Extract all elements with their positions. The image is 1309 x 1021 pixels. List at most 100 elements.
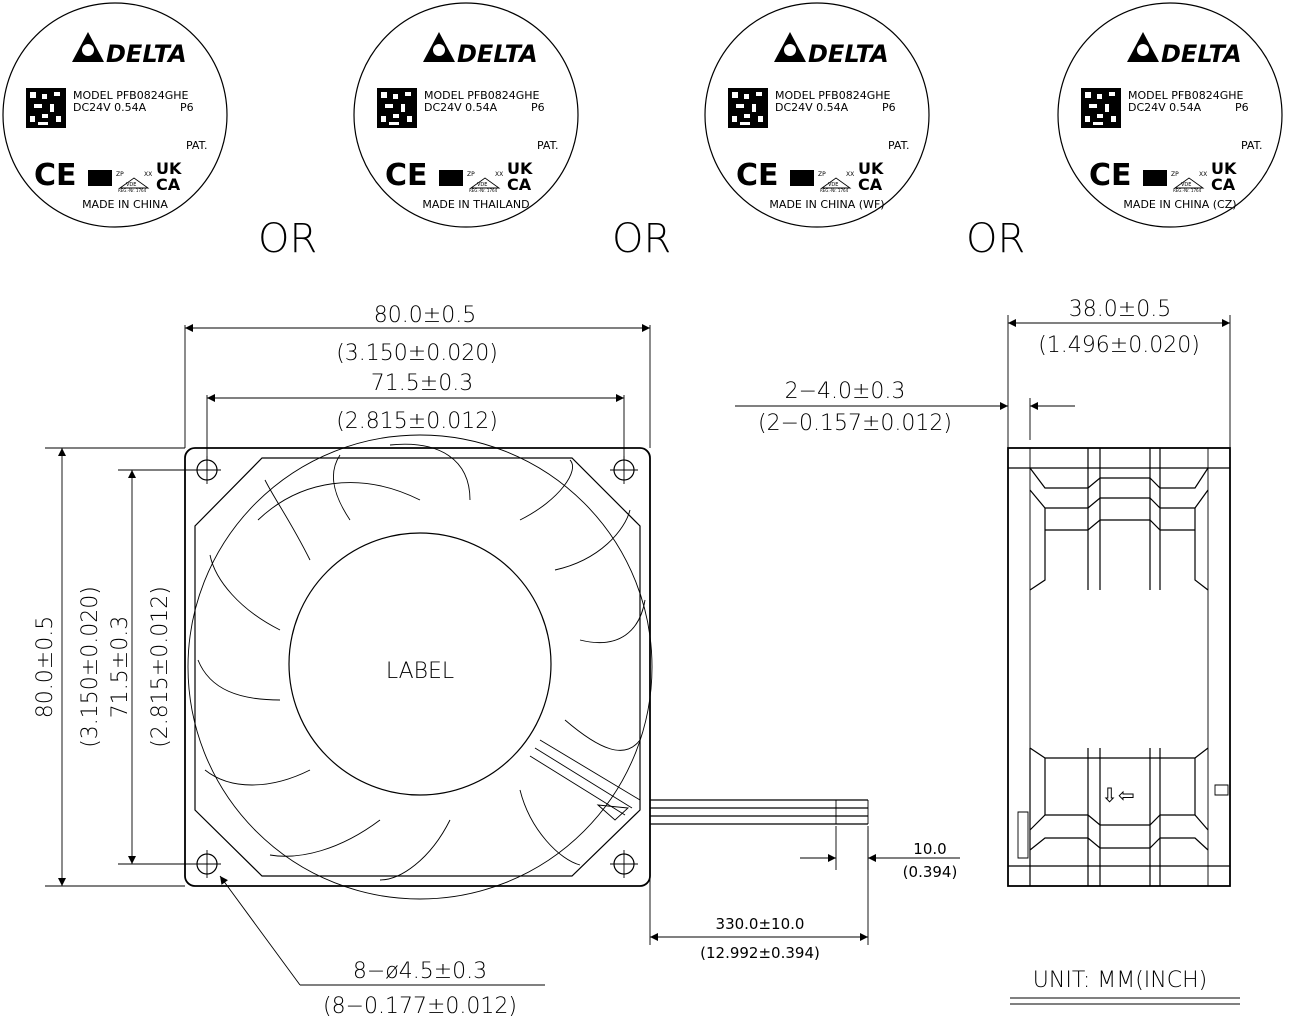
svg-text:VDE: VDE (126, 182, 136, 188)
flange-dimension-mm: 2−4.0±0.3 (785, 379, 906, 404)
pat-mark: PAT. (888, 139, 910, 152)
pat-mark: PAT. (1241, 139, 1263, 152)
origin-text: MADE IN CHINA (82, 198, 168, 211)
certification-marks: CE ZP VDE XX REG.-Nr. 1764 UK CA (1089, 158, 1237, 194)
model-line: MODEL PFB0824GHE (1128, 89, 1243, 102)
width-dimension-mm: 80.0±0.5 (374, 303, 476, 328)
height-dimension-mm: 80.0±0.5 (33, 616, 58, 718)
svg-text:REG.-Nr. 1764: REG.-Nr. 1764 (118, 188, 147, 193)
svg-text:REG.-Nr. 1764: REG.-Nr. 1764 (469, 188, 498, 193)
vde-mark (118, 177, 150, 189)
svg-text:VDE: VDE (477, 182, 487, 188)
unit-note-text: UNIT: MM(INCH) (1033, 968, 1207, 993)
rating-line: DC24V 0.54A (775, 101, 849, 114)
datamatrix-code (377, 88, 417, 128)
p-code: P6 (531, 101, 545, 114)
ul-mark (439, 170, 463, 186)
height-dimension-inch: (3.150±0.020) (78, 586, 103, 748)
fan-blades (197, 443, 646, 881)
ul-mark (88, 170, 112, 186)
label-variant-3: DELTA MODEL PFB0824GHE DC24V 0.54A P6 PA… (704, 2, 930, 228)
label-variant-1: DELTA MODEL PFB0824GHE DC24V 0.54A P6 PA… (2, 2, 228, 228)
or-separator: OR (966, 216, 1025, 262)
svg-text:ZP: ZP (467, 171, 475, 178)
svg-text:ZP: ZP (1171, 171, 1179, 178)
svg-text:DELTA: DELTA (457, 40, 538, 68)
origin-text: MADE IN THAILAND (422, 198, 529, 211)
svg-text:DELTA: DELTA (1161, 40, 1242, 68)
model-line: MODEL PFB0824GHE (424, 89, 539, 102)
hole-v-spacing-mm: 71.5±0.3 (108, 616, 133, 718)
rating-line: DC24V 0.54A (73, 101, 147, 114)
vde-mark (469, 177, 501, 189)
hole-callout-inch: (8−0.177±0.012) (323, 994, 517, 1019)
delta-logo: DELTA (423, 32, 538, 68)
side-view: ⇩⇦ 38.0±0.5 (1.496±0.020) 2−4.0±0.3 (2−0… (735, 297, 1231, 887)
pat-mark: PAT. (186, 139, 208, 152)
ukca-mark: UK (858, 159, 884, 178)
depth-dimension-inch: (1.496±0.020) (1038, 333, 1200, 358)
upper-struts (1029, 448, 1209, 591)
lead-length-inch: (12.992±0.394) (700, 944, 820, 962)
ukca-mark: UK (507, 159, 533, 178)
svg-text:CA: CA (507, 175, 532, 194)
p-code: P6 (180, 101, 194, 114)
svg-text:DELTA: DELTA (808, 40, 889, 68)
svg-text:CA: CA (156, 175, 181, 194)
certification-marks: CE ZP VDE XX REG.-Nr. 1764 UK CA (34, 158, 182, 194)
origin-text: MADE IN CHINA (CZ) (1123, 198, 1236, 211)
ce-mark: CE (736, 158, 779, 193)
svg-text:XX: XX (1199, 171, 1207, 178)
label-variant-4: DELTA MODEL PFB0824GHE DC24V 0.54A P6 PA… (1057, 2, 1283, 228)
fan-throat (187, 434, 653, 900)
airflow-rotation-arrows-icon: ⇩⇦ (1101, 783, 1135, 807)
lead-wire (529, 739, 869, 825)
or-separator: OR (612, 216, 671, 262)
ukca-mark: UK (156, 159, 182, 178)
strip-length-inch: (0.394) (903, 863, 958, 881)
hole-spacing-inch: (2.815±0.012) (336, 409, 498, 434)
inner-frame-chamfer (194, 457, 641, 877)
rating-line: DC24V 0.54A (1128, 101, 1202, 114)
svg-text:DELTA: DELTA (106, 40, 187, 68)
pat-mark: PAT. (537, 139, 559, 152)
ce-mark: CE (34, 158, 77, 193)
svg-text:XX: XX (495, 171, 503, 178)
model-line: MODEL PFB0824GHE (775, 89, 890, 102)
ul-mark (790, 170, 814, 186)
hub-label-circle (288, 532, 552, 796)
ce-mark: CE (385, 158, 428, 193)
svg-text:VDE: VDE (1181, 182, 1191, 188)
svg-text:XX: XX (846, 171, 854, 178)
rating-line: DC24V 0.54A (424, 101, 498, 114)
svg-text:CA: CA (1211, 175, 1236, 194)
lead-length-mm: 330.0±10.0 (716, 915, 805, 933)
svg-text:REG.-Nr. 1764: REG.-Nr. 1764 (820, 188, 849, 193)
fan-frame (184, 447, 651, 887)
p-code: P6 (1235, 101, 1249, 114)
strip-length-mm: 10.0 (913, 840, 946, 858)
ce-mark: CE (1089, 158, 1132, 193)
or-separator: OR (258, 216, 317, 262)
datamatrix-code (1081, 88, 1121, 128)
hole-spacing-mm: 71.5±0.3 (371, 371, 473, 396)
datamatrix-code (728, 88, 768, 128)
svg-text:CA: CA (858, 175, 883, 194)
p-code: P6 (882, 101, 896, 114)
delta-logo: DELTA (774, 32, 889, 68)
svg-text:REG.-Nr. 1764: REG.-Nr. 1764 (1173, 188, 1202, 193)
svg-text:XX: XX (144, 171, 152, 178)
side-frame (1007, 447, 1231, 887)
depth-dimension-mm: 38.0±0.5 (1069, 297, 1171, 322)
model-line: MODEL PFB0824GHE (73, 89, 188, 102)
ul-mark (1143, 170, 1167, 186)
ukca-mark: UK (1211, 159, 1237, 178)
flange-dimension-inch: (2−0.157±0.012) (758, 411, 952, 436)
delta-logo: DELTA (1127, 32, 1242, 68)
svg-text:ZP: ZP (116, 171, 124, 178)
svg-text:VDE: VDE (828, 182, 838, 188)
lower-struts (1017, 747, 1229, 886)
label-variant-2: DELTA MODEL PFB0824GHE DC24V 0.54A P6 PA… (353, 2, 579, 228)
